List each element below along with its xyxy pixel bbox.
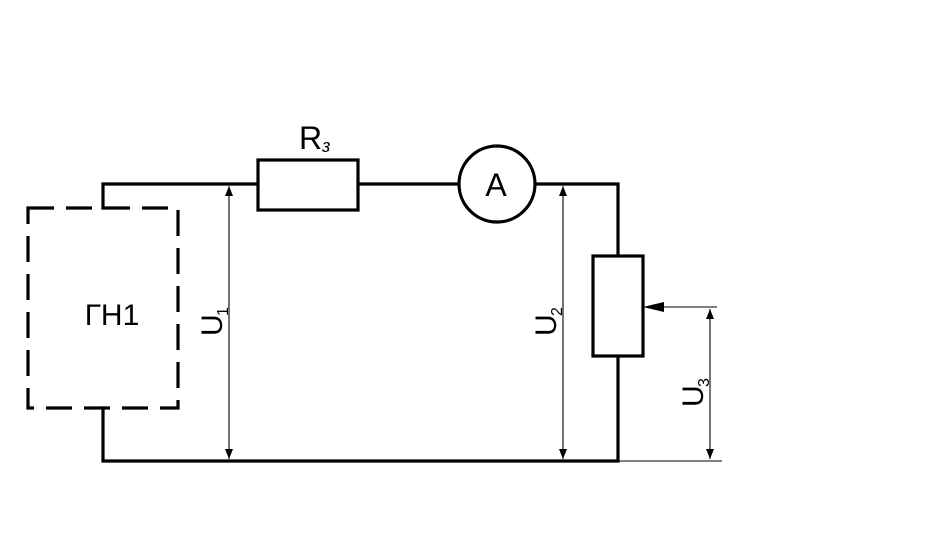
- svg-text:3: 3: [696, 378, 713, 387]
- svg-text:2: 2: [549, 307, 566, 316]
- ammeter: [457, 144, 537, 224]
- wire-top-left: [101, 182, 260, 210]
- wiper-arrow: [643, 302, 664, 312]
- svg-text:U: U: [530, 314, 563, 336]
- potentiometer: [591, 254, 645, 358]
- svg-text:1: 1: [215, 307, 232, 316]
- wire-top-right: [533, 182, 620, 258]
- resistor-subscript: з: [321, 136, 330, 156]
- wire-right-lower: [101, 354, 620, 463]
- ammeter-label: A: [485, 167, 507, 203]
- u1-label: U 1: [196, 307, 232, 336]
- svg-text:U: U: [677, 385, 710, 407]
- resistor-r3: [256, 158, 360, 212]
- u2-label: U 2: [530, 307, 566, 336]
- resistor-symbol: R: [299, 120, 322, 156]
- u3-label: U 3: [677, 378, 713, 407]
- svg-text:U: U: [196, 314, 229, 336]
- generator-label: ГН1: [85, 299, 140, 332]
